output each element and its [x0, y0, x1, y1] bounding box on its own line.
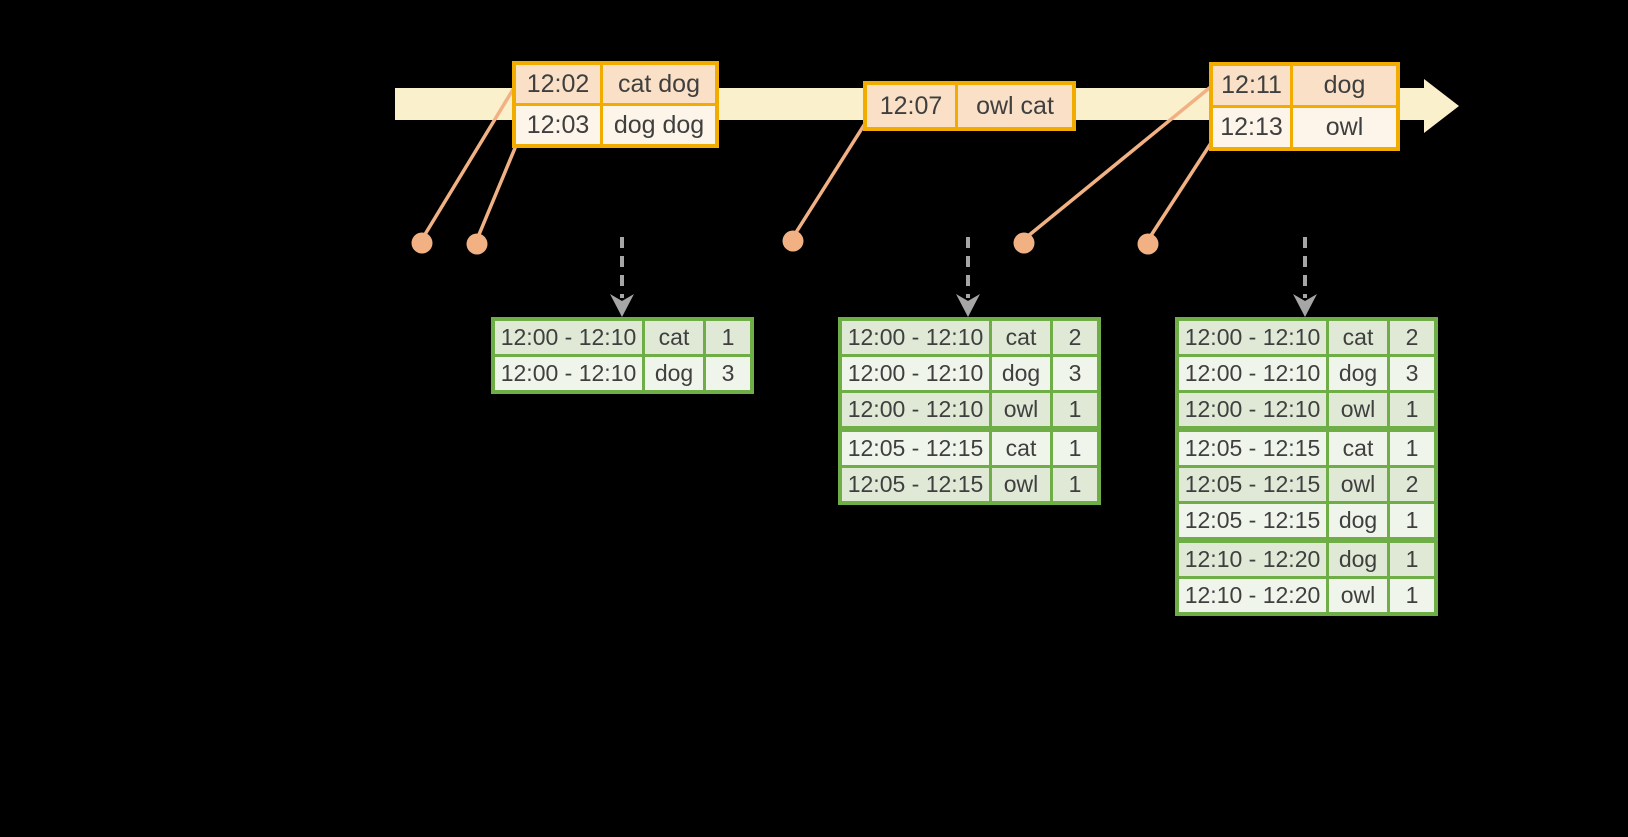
table-row: 12:00 - 12:10 owl 1: [1179, 390, 1434, 426]
result-table: 12:00 - 12:10 cat 2 12:00 - 12:10 dog 3 …: [838, 317, 1101, 505]
table-row: 12:05 - 12:15 cat 1: [842, 426, 1097, 465]
window-cell: 12:00 - 12:10: [842, 357, 989, 390]
table-row: 12:00 - 12:10 cat 2: [842, 321, 1097, 354]
count-cell: 3: [1387, 357, 1434, 390]
event-words-cell: cat dog: [603, 65, 715, 103]
word-cell: owl: [1326, 579, 1387, 612]
count-cell: 1: [703, 321, 750, 354]
event-timestamp-dot: [1137, 233, 1159, 255]
event-time-cell: 12:02: [516, 65, 600, 103]
word-cell: dog: [1326, 504, 1387, 537]
window-cell: 12:05 - 12:15: [1179, 432, 1326, 465]
word-cell: dog: [1326, 357, 1387, 390]
window-cell: 12:00 - 12:10: [842, 393, 989, 426]
window-cell: 12:00 - 12:10: [1179, 393, 1326, 426]
table-row: 12:00 - 12:10 dog 3: [842, 354, 1097, 390]
count-cell: 3: [703, 357, 750, 390]
result-table: 12:00 - 12:10 cat 1 12:00 - 12:10 dog 3: [491, 317, 754, 394]
table-row: 12:00 - 12:10 owl 1: [842, 390, 1097, 426]
window-cell: 12:05 - 12:15: [1179, 468, 1326, 501]
window-cell: 12:05 - 12:15: [1179, 504, 1326, 537]
word-cell: cat: [642, 321, 703, 354]
table-row: 12:05 - 12:15 cat 1: [1179, 426, 1434, 465]
window-cell: 12:05 - 12:15: [842, 432, 989, 465]
table-row: 12:05 - 12:15 owl 2: [1179, 465, 1434, 501]
trigger-down-arrowhead-icon: [1293, 294, 1317, 317]
word-cell: cat: [1326, 432, 1387, 465]
word-cell: dog: [642, 357, 703, 390]
table-row: 12:00 - 12:10 dog 3: [1179, 354, 1434, 390]
count-cell: 2: [1387, 468, 1434, 501]
event-words-cell: dog: [1293, 66, 1396, 105]
event-words-cell: owl cat: [958, 85, 1072, 127]
window-cell: 12:00 - 12:10: [1179, 321, 1326, 354]
result-table: 12:00 - 12:10 cat 2 12:00 - 12:10 dog 3 …: [1175, 317, 1438, 616]
table-row: 12:00 - 12:10 cat 2: [1179, 321, 1434, 354]
count-cell: 1: [1387, 432, 1434, 465]
event-time-cell: 12:11: [1213, 66, 1290, 105]
window-cell: 12:10 - 12:20: [1179, 543, 1326, 576]
event-time-cell: 12:03: [516, 106, 600, 144]
word-cell: owl: [989, 468, 1050, 501]
word-cell: owl: [989, 393, 1050, 426]
count-cell: 2: [1387, 321, 1434, 354]
event-words-cell: owl: [1293, 108, 1396, 147]
event-box: 12:11 dog 12:13 owl: [1209, 62, 1400, 151]
window-cell: 12:10 - 12:20: [1179, 579, 1326, 612]
word-cell: owl: [1326, 393, 1387, 426]
table-row: 12:10 - 12:20 owl 1: [1179, 576, 1434, 612]
word-cell: cat: [1326, 321, 1387, 354]
count-cell: 2: [1050, 321, 1097, 354]
event-time-cell: 12:07: [867, 85, 955, 127]
count-cell: 1: [1050, 432, 1097, 465]
trigger-down-arrowhead-icon: [956, 294, 980, 317]
count-cell: 1: [1387, 504, 1434, 537]
event-connector-line: [1148, 139, 1215, 238]
event-box: 12:07 owl cat: [863, 81, 1076, 131]
window-cell: 12:00 - 12:10: [495, 357, 642, 390]
count-cell: 1: [1050, 393, 1097, 426]
event-time-cell: 12:13: [1213, 108, 1290, 147]
count-cell: 1: [1387, 579, 1434, 612]
count-cell: 3: [1050, 357, 1097, 390]
table-row: 12:00 - 12:10 dog 3: [495, 354, 750, 390]
count-cell: 1: [1050, 468, 1097, 501]
count-cell: 1: [1387, 393, 1434, 426]
timeline-arrowhead-icon: [1424, 79, 1459, 133]
event-timestamp-dot: [1013, 232, 1035, 254]
table-row: 12:10 - 12:20 dog 1: [1179, 537, 1434, 576]
window-cell: 12:05 - 12:15: [842, 468, 989, 501]
word-cell: cat: [989, 432, 1050, 465]
word-cell: dog: [1326, 543, 1387, 576]
table-row: 12:05 - 12:15 dog 1: [1179, 501, 1434, 537]
table-row: 12:00 - 12:10 cat 1: [495, 321, 750, 354]
window-cell: 12:00 - 12:10: [495, 321, 642, 354]
event-box: 12:02 cat dog 12:03 dog dog: [512, 61, 719, 148]
table-row: 12:05 - 12:15 owl 1: [842, 465, 1097, 501]
event-connector-line: [793, 121, 868, 235]
count-cell: 1: [1387, 543, 1434, 576]
word-cell: dog: [989, 357, 1050, 390]
event-timestamp-dot: [411, 232, 433, 254]
event-timestamp-dot: [782, 230, 804, 252]
window-cell: 12:00 - 12:10: [842, 321, 989, 354]
event-words-cell: dog dog: [603, 106, 715, 144]
word-cell: cat: [989, 321, 1050, 354]
trigger-down-arrowhead-icon: [610, 294, 634, 317]
event-connector-line: [476, 135, 522, 238]
window-cell: 12:00 - 12:10: [1179, 357, 1326, 390]
event-timestamp-dot: [466, 233, 488, 255]
word-cell: owl: [1326, 468, 1387, 501]
